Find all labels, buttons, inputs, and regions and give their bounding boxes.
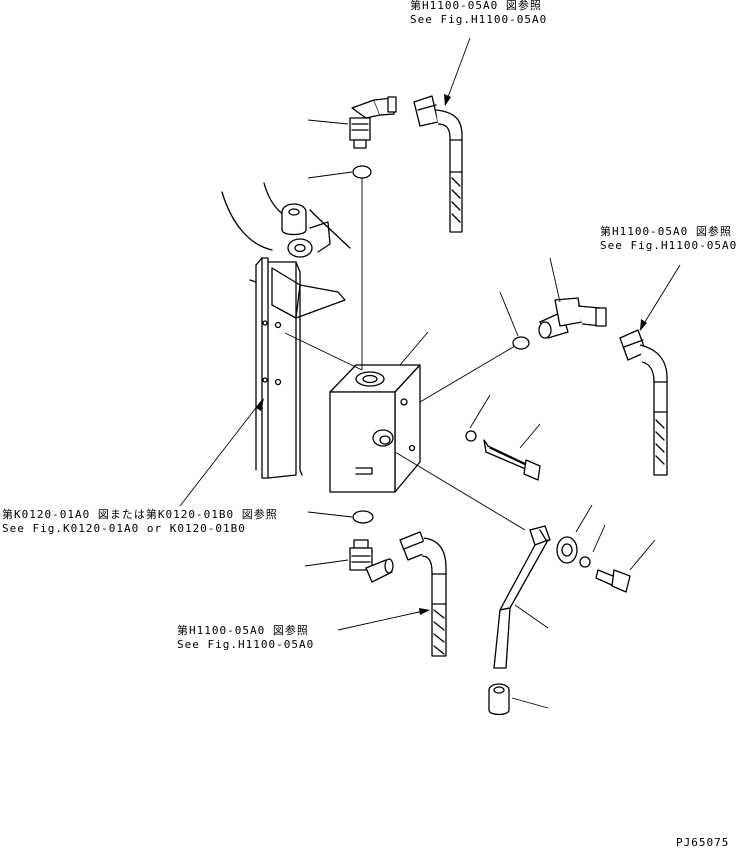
reference-arrows: [179, 37, 681, 631]
ref-bottom-hose-en: See Fig.H1100-05A0: [177, 638, 315, 651]
ref-label-top-hose: 第H1100-05A0 図参照 See Fig.H1100-05A0: [410, 0, 547, 27]
assembly-center-lines: [284, 178, 526, 531]
bottom-bushing: [488, 683, 510, 716]
right-o-ring: [512, 336, 530, 350]
bottom-o-ring: [352, 510, 374, 524]
frame-bushing: [281, 203, 313, 258]
ref-label-bottom-hose: 第H1100-05A0 図参照 See Fig.H1100-05A0: [177, 624, 314, 652]
ref-top-hose-jp: 第H1100-05A0 図参照: [410, 0, 542, 12]
lever-arm: [493, 525, 551, 669]
frame-bracket: [221, 182, 351, 479]
right-hose: [619, 329, 668, 476]
right-elbow-fitting: [538, 297, 607, 339]
bottom-elbow-fitting: [349, 539, 394, 583]
valve-block: [329, 364, 421, 493]
ref-right-hose-jp: 第H1100-05A0 図参照: [600, 225, 732, 238]
drawing-number: PJ65075: [676, 836, 730, 849]
part-leader-lines: [304, 119, 656, 709]
bottom-hose: [399, 531, 447, 657]
ref-top-hose-en: See Fig.H1100-05A0: [410, 13, 548, 26]
spacer: [556, 536, 578, 564]
washer-right: [579, 556, 591, 568]
top-elbow-fitting: [349, 96, 397, 149]
ref-frame-jp: 第K0120-01A0 図または第K0120-01B0 図参照: [2, 508, 278, 521]
ref-label-frame: 第K0120-01A0 図または第K0120-01B0 図参照 See Fig.…: [2, 508, 278, 536]
top-hose: [413, 95, 463, 233]
long-bolt: [483, 439, 541, 481]
short-bolt: [595, 569, 631, 593]
ref-right-hose-en: See Fig.H1100-05A0: [600, 239, 738, 252]
washer-small: [465, 430, 477, 442]
ref-label-right-hose: 第H1100-05A0 図参照 See Fig.H1100-05A0: [600, 225, 737, 253]
top-o-ring: [352, 165, 372, 179]
ref-bottom-hose-jp: 第H1100-05A0 図参照: [177, 624, 309, 637]
ref-frame-en: See Fig.K0120-01A0 or K0120-01B0: [2, 522, 246, 535]
